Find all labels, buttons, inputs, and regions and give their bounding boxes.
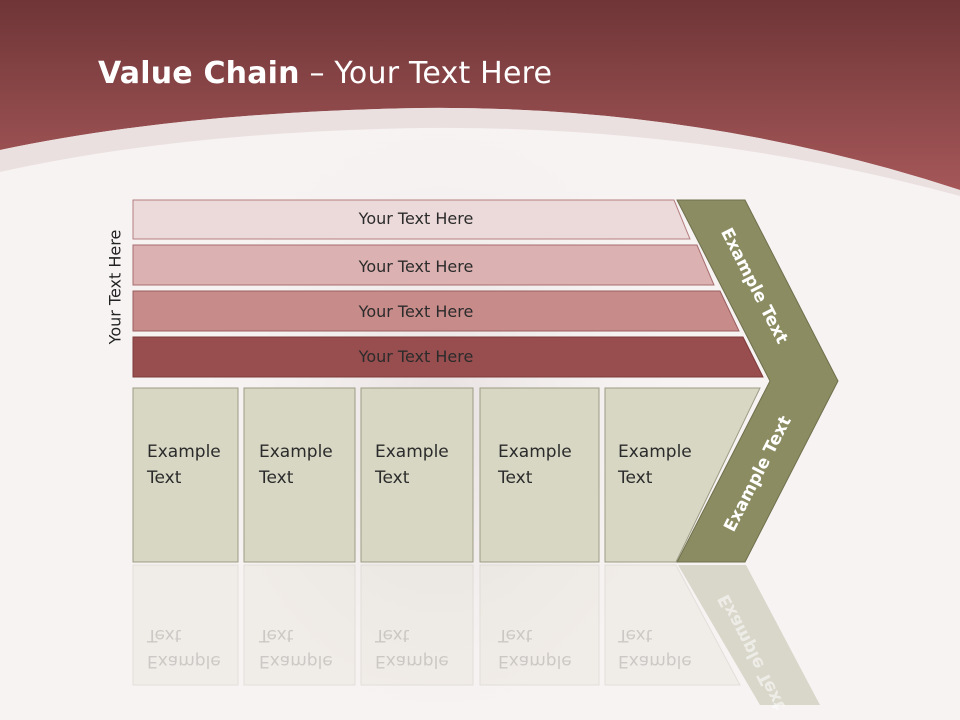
primary-cell-2: [243, 387, 356, 563]
support-bar-2: [132, 244, 715, 286]
support-bar-1-label: Your Text Here: [358, 209, 474, 228]
cell-line2: Text: [618, 468, 653, 488]
reflect-cell-3: [360, 564, 474, 686]
cell-line2: Text: [498, 468, 533, 488]
header-swoosh: [0, 107, 960, 196]
reflect-cell-4-text: Example Text: [498, 622, 572, 674]
cell-line2: Text: [147, 625, 182, 645]
primary-cell-3: [360, 387, 474, 563]
title-rest: – Your Text Here: [299, 56, 553, 91]
cell-line2: Text: [375, 468, 410, 488]
support-bar-4: [132, 336, 764, 378]
page-title: Value Chain – Your Text Here: [98, 56, 552, 91]
cell-line2: Text: [375, 625, 410, 645]
cell-line2: Text: [147, 468, 182, 488]
reflect-chevron: [678, 565, 820, 705]
cell-line1: Example: [375, 651, 449, 671]
cell-line2: Text: [259, 625, 294, 645]
support-bar-4-label: Your Text Here: [358, 347, 474, 366]
reflect-cell-2-text: Example Text: [259, 622, 333, 674]
support-bar-3-label: Your Text Here: [358, 302, 474, 321]
cell-line1: Example: [147, 651, 221, 671]
cell-line1: Example: [498, 442, 572, 462]
cell-line1: Example: [375, 442, 449, 462]
cell-line1: Example: [618, 651, 692, 671]
reflect-cell-5: [604, 564, 741, 686]
title-bold: Value Chain: [98, 56, 300, 91]
reflect-cell-5-text: Example Text: [618, 622, 692, 674]
reflect-cell-2: [243, 564, 356, 686]
cell-line1: Example: [259, 442, 333, 462]
primary-cell-4: [479, 387, 600, 563]
support-bar-2-label: Your Text Here: [358, 257, 474, 276]
reflect-cell-4: [479, 564, 600, 686]
cell-line2: Text: [498, 625, 533, 645]
cell-line1: Example: [618, 442, 692, 462]
cell-line2: Text: [259, 468, 294, 488]
reflect-cell-3-text: Example Text: [375, 622, 449, 674]
reflect-cell-1-text: Example Text: [147, 622, 221, 674]
chevron-arrow: [676, 199, 839, 563]
diagram-reflection: [132, 564, 741, 686]
cell-line1: Example: [498, 651, 572, 671]
cell-line1: Example: [259, 651, 333, 671]
support-bar-3: [132, 290, 740, 332]
header-band: [0, 0, 960, 190]
support-bar-1: [132, 199, 691, 240]
cell-line1: Example: [147, 442, 221, 462]
reflect-cell-1: [132, 564, 239, 686]
cell-line2: Text: [618, 625, 653, 645]
primary-cell-5: [604, 387, 761, 563]
primary-cell-1: [132, 387, 239, 563]
